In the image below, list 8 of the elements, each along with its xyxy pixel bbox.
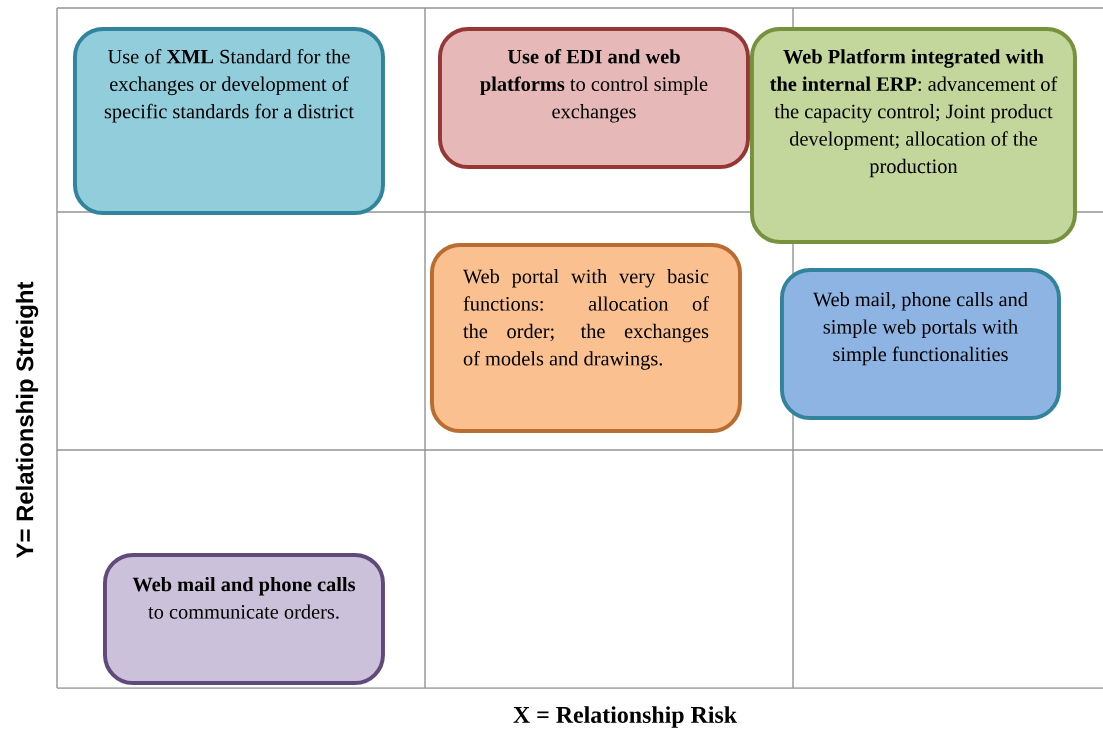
rounded-box: Use of EDI and web platforms to control simple exchanges bbox=[438, 27, 750, 169]
rounded-box: Web mail and phone calls to communicate orders. bbox=[103, 553, 385, 685]
rounded-box: Web Platform integrated with the internal ERP: advancement of the capacity control; Joint product development; allocation of the production bbox=[750, 27, 1077, 244]
rounded-box: Web portal with very basic functions: allocation of the order; the exchanges of models and drawings. bbox=[430, 243, 742, 433]
axis-title: X = Relationship Risk bbox=[513, 706, 737, 728]
rounded-box: Web mail, phone calls and simple web portals with simple functionalities bbox=[780, 268, 1061, 420]
rounded-box: Use of XML Standard for the exchanges or development of specific standards for a district bbox=[73, 27, 385, 215]
axis-title: Y= Relationship Streight bbox=[15, 281, 39, 559]
